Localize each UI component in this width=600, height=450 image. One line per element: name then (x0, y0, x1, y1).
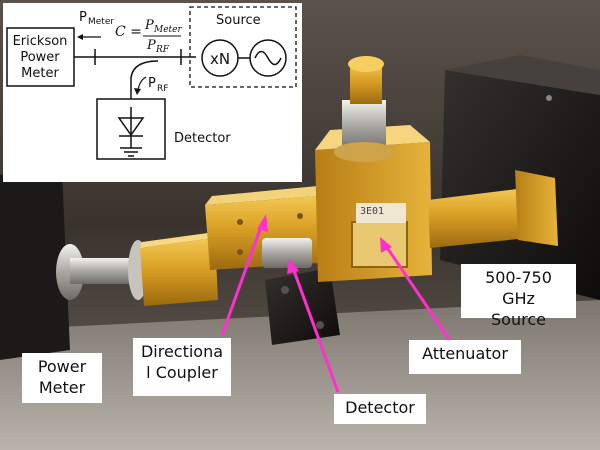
formula-lhs: C = (115, 24, 142, 40)
directional-coupler-callout-line2: l Coupler (146, 363, 218, 382)
coupled-branch (130, 60, 159, 99)
attenuator-label-plate (356, 203, 406, 223)
p-meter-sub: Meter (88, 17, 114, 27)
coupler-top (205, 186, 330, 205)
coupler-screw-2 (297, 213, 303, 219)
power-meter-callout: Power Meter (22, 353, 102, 403)
sine-icon (254, 50, 282, 66)
detector-callout: Detector (334, 394, 426, 424)
attenuator-callout: Attenuator (409, 340, 521, 374)
power-meter-box-line3: Meter (21, 66, 59, 81)
formula-num-sub: Meter (153, 25, 182, 35)
detector-mount-screw-1 (281, 286, 289, 294)
arrow-detector (291, 267, 340, 393)
formula-den: P (146, 38, 156, 53)
power-meter-box-line1: Erickson (13, 34, 68, 49)
directional-coupler-callout: Directiona l Coupler (133, 338, 231, 396)
power-meter-callout-line1: Power (37, 357, 87, 376)
schematic-inset: Erickson Power Meter P Meter P RF C = P … (3, 3, 302, 182)
p-rf-label: P (148, 76, 156, 91)
source-box (189, 6, 297, 88)
coupler-screw-1 (237, 219, 243, 225)
attenuator-tag: 3E01 (360, 206, 385, 217)
arrow-attenuator (384, 245, 457, 349)
micrometer-cap (348, 56, 384, 72)
power-meter-box-line2: Power (20, 50, 60, 65)
callout-arrows (220, 214, 457, 393)
arrow-attenuator-head (380, 237, 392, 253)
attenuator-window (351, 221, 408, 268)
p-meter-arrow-head (77, 34, 83, 40)
source-callout-line2: Source (491, 310, 546, 329)
arrow-coupler-head (257, 214, 268, 232)
table-surface (0, 300, 600, 450)
arrow-detector-head (287, 258, 299, 274)
p-meter-label: P (79, 10, 87, 25)
formula-den-sub: RF (155, 45, 170, 55)
right-flange (515, 170, 558, 246)
source-housing-top (445, 55, 600, 95)
source-callout: 500-750 GHz Source (461, 264, 576, 329)
source-callout-line1: 500-750 GHz (485, 268, 552, 308)
formula-num: P (144, 18, 154, 33)
attenuator-callout-text: Attenuator (422, 344, 508, 363)
detector-label: Detector (174, 131, 231, 146)
multiplier-label: xN (210, 50, 230, 68)
left-waveguide-top (140, 232, 215, 248)
housing-screw (546, 95, 552, 101)
coupler-screw-3 (237, 249, 243, 255)
detector-flange (262, 238, 312, 268)
p-rf-sub: RF (157, 84, 168, 94)
left-waveguide (140, 238, 218, 306)
meter-shaft (70, 258, 130, 284)
power-meter-housing (0, 170, 70, 360)
arrow-coupler (220, 223, 264, 336)
directional-coupler-callout-line1: Directiona (140, 342, 224, 361)
right-waveguide (428, 188, 528, 248)
detector-mount-screw-2 (316, 321, 324, 329)
micrometer-collar (334, 142, 394, 162)
p-rf-arrow-head (134, 88, 141, 95)
power-meter-callout-line2: Meter (38, 378, 86, 397)
source-label: Source (216, 13, 261, 28)
detector-callout-text: Detector (345, 398, 415, 417)
